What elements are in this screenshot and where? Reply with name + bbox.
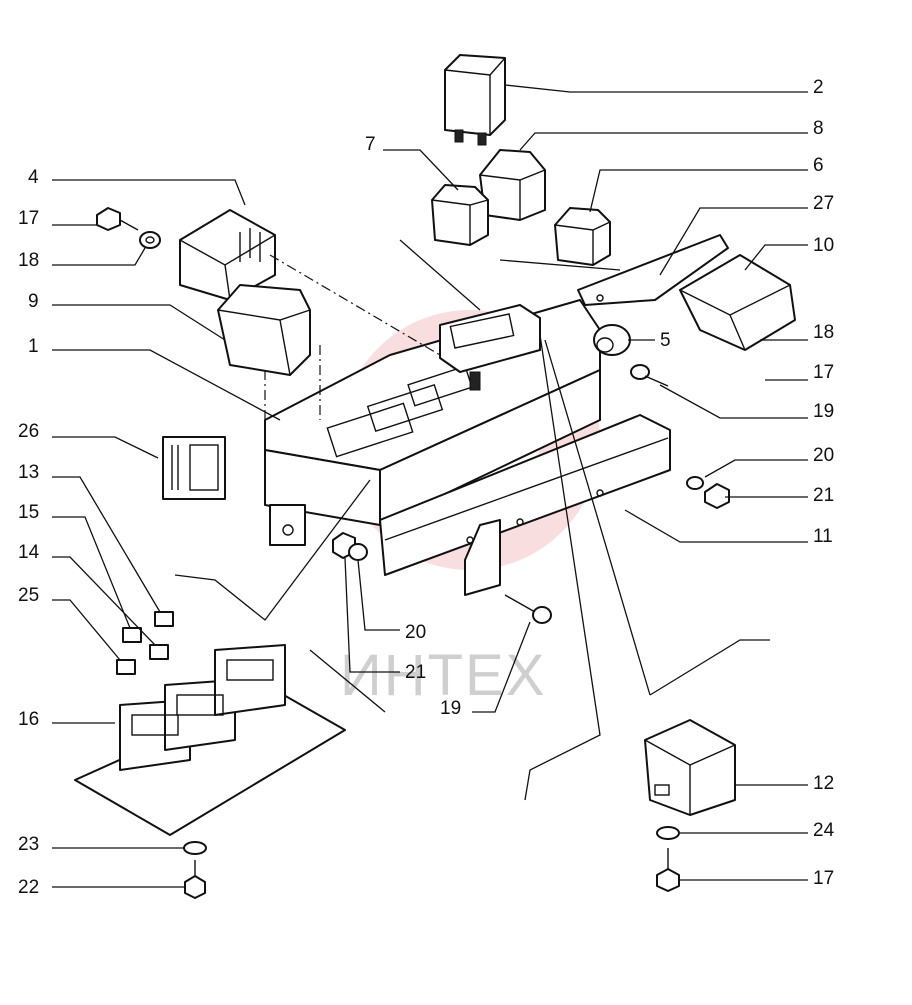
cap-part-25	[116, 659, 136, 675]
callout-9: 9	[28, 291, 39, 312]
callout-13: 13	[18, 462, 39, 483]
callout-6: 6	[813, 155, 824, 176]
callout-10: 10	[813, 235, 834, 256]
nut-part-21-right	[704, 483, 730, 509]
callout-1: 1	[28, 336, 39, 357]
washer-part-24	[656, 826, 680, 840]
screw-part-19-upper	[630, 364, 669, 387]
label-plate-part-26	[162, 436, 226, 500]
fuse-box-part-12	[644, 719, 736, 816]
relay-socket-block	[439, 304, 541, 391]
callout-22: 22	[18, 877, 39, 898]
screw-part-19-lower	[504, 594, 552, 624]
callout-8: 8	[813, 118, 824, 139]
connector-plate-part-16	[74, 644, 346, 836]
callout-7: 7	[365, 134, 376, 155]
washer-part-23	[183, 841, 207, 855]
callout-18-right: 18	[813, 322, 834, 343]
callout-15: 15	[18, 502, 39, 523]
callout-11: 11	[813, 526, 833, 547]
callout-12: 12	[813, 773, 834, 794]
callout-16: 16	[18, 709, 39, 730]
relay-part-7	[431, 184, 489, 246]
callout-17-left: 17	[18, 208, 39, 229]
washer-part-20-center	[348, 543, 368, 561]
relay-part-2	[444, 54, 506, 146]
callout-17-right: 17	[813, 362, 834, 383]
callout-18-left: 18	[18, 250, 39, 271]
callout-24: 24	[813, 820, 835, 841]
bolt-part-17-bottom	[656, 848, 680, 892]
relay-part-9	[217, 284, 311, 376]
cap-part-15	[122, 627, 142, 643]
callout-17-bottom: 17	[813, 868, 834, 889]
assembly-line	[269, 254, 441, 356]
callout-2: 2	[813, 77, 824, 98]
callout-20-center: 20	[405, 622, 426, 643]
relay-bracket-part-4	[179, 209, 276, 301]
callout-5: 5	[660, 330, 671, 351]
callout-19-lower: 19	[440, 698, 461, 719]
cap-part-14	[149, 644, 169, 660]
screw-part-17-left	[96, 207, 139, 231]
callout-4: 4	[28, 167, 39, 188]
fuse-holder-part-10	[679, 254, 796, 351]
relay-part-8	[479, 149, 546, 221]
callout-19-right: 19	[813, 401, 834, 422]
callout-26: 26	[18, 421, 39, 442]
relay-part-6	[554, 207, 611, 266]
bolt-part-22	[184, 860, 206, 899]
callout-21-center: 21	[405, 662, 426, 683]
switch-part-5	[593, 324, 631, 356]
washer-part-18-left	[139, 231, 161, 249]
callout-27: 27	[813, 193, 834, 214]
callout-25: 25	[18, 585, 39, 606]
watermark-text: ИНТЕХ	[340, 643, 546, 708]
callout-14: 14	[18, 542, 40, 563]
washer-part-20-right	[686, 476, 704, 490]
leader-lines	[52, 84, 808, 888]
cap-part-13	[154, 611, 174, 627]
bracket-part-27	[577, 234, 729, 306]
callout-23: 23	[18, 834, 39, 855]
mounting-rail-part-11	[379, 414, 671, 576]
rail-clip	[464, 519, 501, 596]
callout-20-right: 20	[813, 445, 834, 466]
callout-21-right: 21	[813, 485, 834, 506]
